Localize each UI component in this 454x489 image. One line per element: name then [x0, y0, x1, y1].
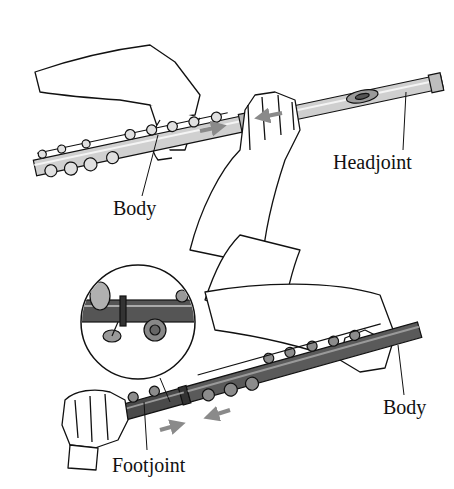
part-label: Headjoint	[333, 152, 412, 172]
leader-line	[142, 135, 158, 196]
part-label: Body	[113, 198, 156, 218]
push-arrow	[160, 425, 178, 430]
leader-line	[398, 345, 404, 395]
detail-inset	[78, 265, 203, 379]
push-arrow	[200, 127, 219, 131]
part-label: Body	[383, 397, 426, 417]
inset-pointer	[160, 378, 170, 402]
push-arrow	[211, 410, 230, 416]
leader-line	[403, 92, 406, 150]
part-label: Footjoint	[112, 455, 185, 475]
push-arrow	[262, 113, 282, 117]
leader-line	[144, 402, 147, 450]
